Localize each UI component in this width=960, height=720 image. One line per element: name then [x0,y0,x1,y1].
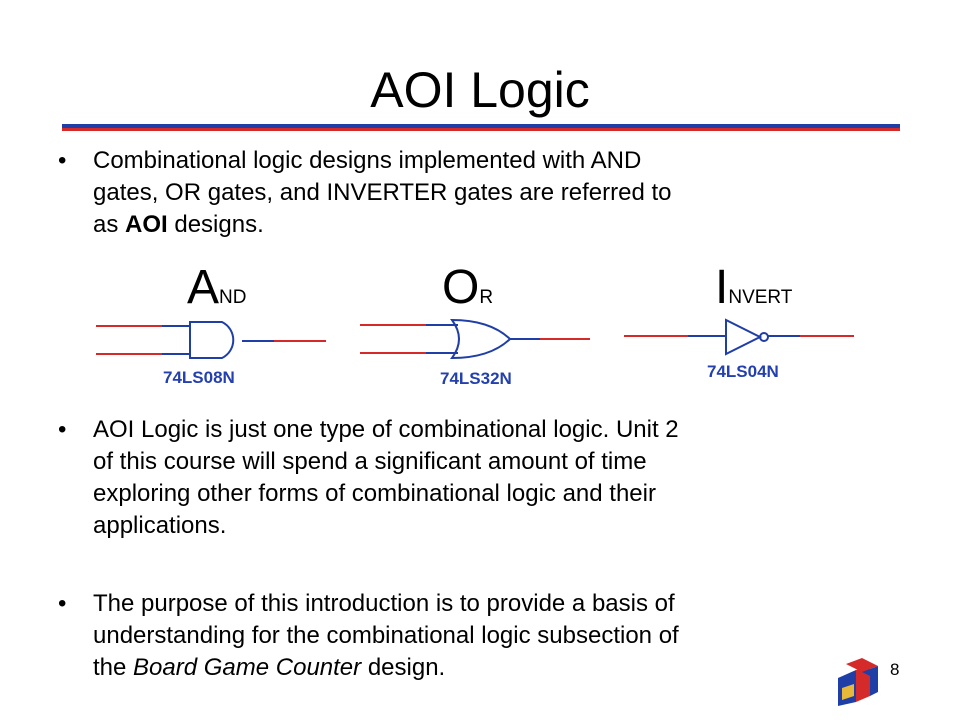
bullet-marker: • [58,590,67,617]
or-part-number: 74LS32N [440,369,512,388]
bullet-line: exploring other forms of combinational l… [93,480,656,507]
bullet-purpose: The purpose of this introduction is to p… [93,588,873,684]
or-heading: OR [442,258,493,328]
heading-rest: ND [219,287,247,308]
and-gate-icon [96,321,326,359]
bullet-marker: • [58,147,67,174]
bullet-line: AOI Logic is just one type of combinatio… [93,416,679,443]
bullet-aoi-definition: Combinational logic designs implemented … [93,145,873,241]
bullet-line: of this course will spend a significant … [93,448,647,475]
or-gate-icon [360,318,590,360]
text-run: designs. [167,211,264,238]
and-part-number: 74LS08N [163,368,235,387]
heading-rest: R [479,287,494,308]
title-underline-red [62,128,900,131]
inverter-part-number: 74LS04N [707,362,779,381]
bullet-line: understanding for the combinational logi… [93,622,679,649]
bullet-line: Combinational logic designs implemented … [93,147,642,174]
bullet-line: the Board Game Counter design. [93,652,873,684]
heading-initial: A [187,261,220,314]
heading-initial: O [442,261,480,314]
slide-title: AOI Logic [370,62,590,118]
heading-initial: I [715,261,729,314]
school-logo-icon [838,658,878,706]
text-run: as [93,211,126,238]
text-run: design. [361,654,446,681]
bullet-line: applications. [93,512,227,539]
invert-heading: INVERT [715,258,792,328]
italic-title: Board Game Counter [133,654,362,681]
bullet-marker: • [58,416,67,443]
and-heading: AND [187,258,246,328]
text-run: the [93,654,134,681]
bullet-aoi-unit2: AOI Logic is just one type of combinatio… [93,414,873,542]
heading-rest: NVERT [728,287,793,308]
bold-term: AOI [125,211,168,238]
page-number: 8 [890,660,900,679]
bullet-line: gates, OR gates, and INVERTER gates are … [93,179,672,206]
bullet-line: as AOI designs. [93,209,873,241]
bullet-line: The purpose of this introduction is to p… [93,590,675,617]
title-underline-blue [62,124,900,128]
inverter-gate-icon [624,318,854,356]
